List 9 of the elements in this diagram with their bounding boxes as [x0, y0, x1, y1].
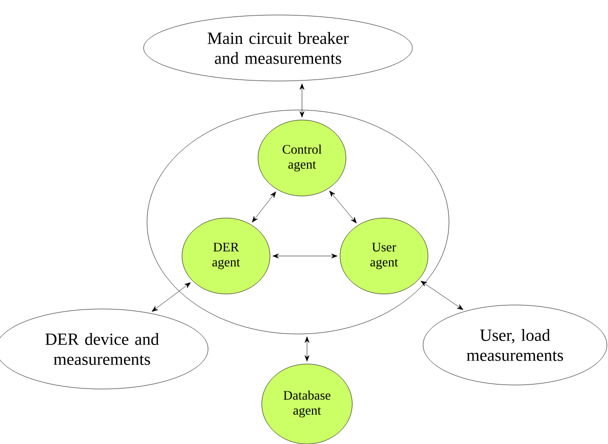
- arrow: [252, 192, 276, 222]
- arrow: [420, 280, 464, 310]
- arrow: [272, 254, 338, 258]
- ellipse-node: User, load measurements: [422, 304, 608, 386]
- arrow: [329, 190, 357, 224]
- arrow: [304, 336, 310, 362]
- ellipse-node: Main circuit breaker and measurements: [143, 14, 413, 82]
- arrow: [152, 282, 191, 312]
- arrow: [300, 84, 304, 118]
